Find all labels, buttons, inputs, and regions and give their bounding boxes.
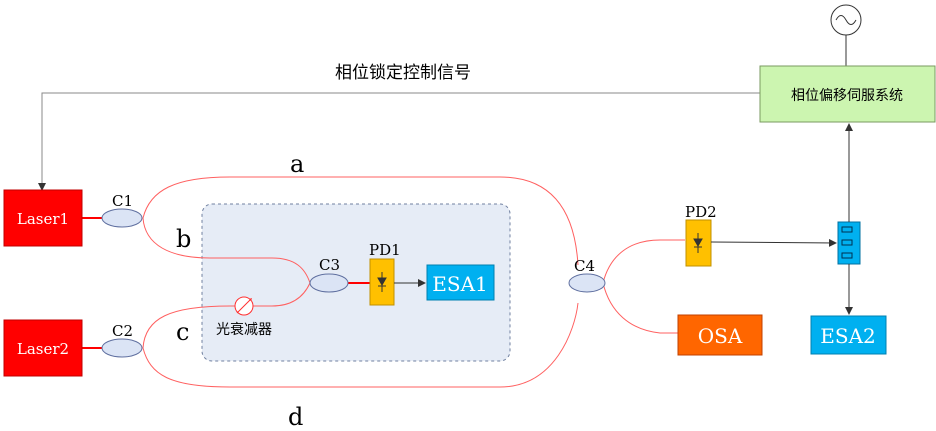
laser2-box <box>3 319 83 377</box>
pd1-label: PD1 <box>369 241 401 259</box>
feedback-control-line <box>38 92 760 191</box>
pd2-to-splitter <box>710 238 837 247</box>
coupler-c1 <box>101 208 143 228</box>
servo-system-label: 相位偏移伺服系统 <box>791 88 903 104</box>
photodiode-icon <box>693 233 703 253</box>
c2-label: C2 <box>112 322 133 340</box>
photodiode-icon <box>377 272 387 292</box>
attenuator-label: 光衰减器 <box>216 321 272 338</box>
esa1-box <box>426 264 495 301</box>
pd2-label: PD2 <box>685 203 717 221</box>
coupler-c3 <box>309 273 349 293</box>
laser2-label: Laser2 <box>17 340 69 358</box>
servo-system-box <box>759 65 936 123</box>
rf-splitter-icon <box>837 221 861 265</box>
c1-label: C1 <box>112 192 133 210</box>
path-d-label: d <box>288 403 303 431</box>
esa2-label: ESA2 <box>820 324 875 348</box>
path-c-label: c <box>176 318 189 346</box>
sine-wave-source-icon <box>830 4 862 66</box>
c4-label: C4 <box>574 257 595 275</box>
attenuator-icon <box>234 296 254 316</box>
path-a-label: a <box>290 150 304 178</box>
c3-label: C3 <box>319 256 340 274</box>
coupler-c4 <box>568 273 606 293</box>
coupler-c2 <box>101 338 143 358</box>
esa1-label: ESA1 <box>432 272 487 296</box>
esa2-box <box>810 315 887 355</box>
laser1-label: Laser1 <box>17 210 69 228</box>
osa-label: OSA <box>698 324 743 348</box>
osa-box <box>677 314 763 356</box>
path-b-label: b <box>176 225 191 253</box>
fiber-paths <box>142 176 685 388</box>
feedback-label: 相位锁定控制信号 <box>335 63 471 83</box>
laser1-box <box>3 189 83 247</box>
